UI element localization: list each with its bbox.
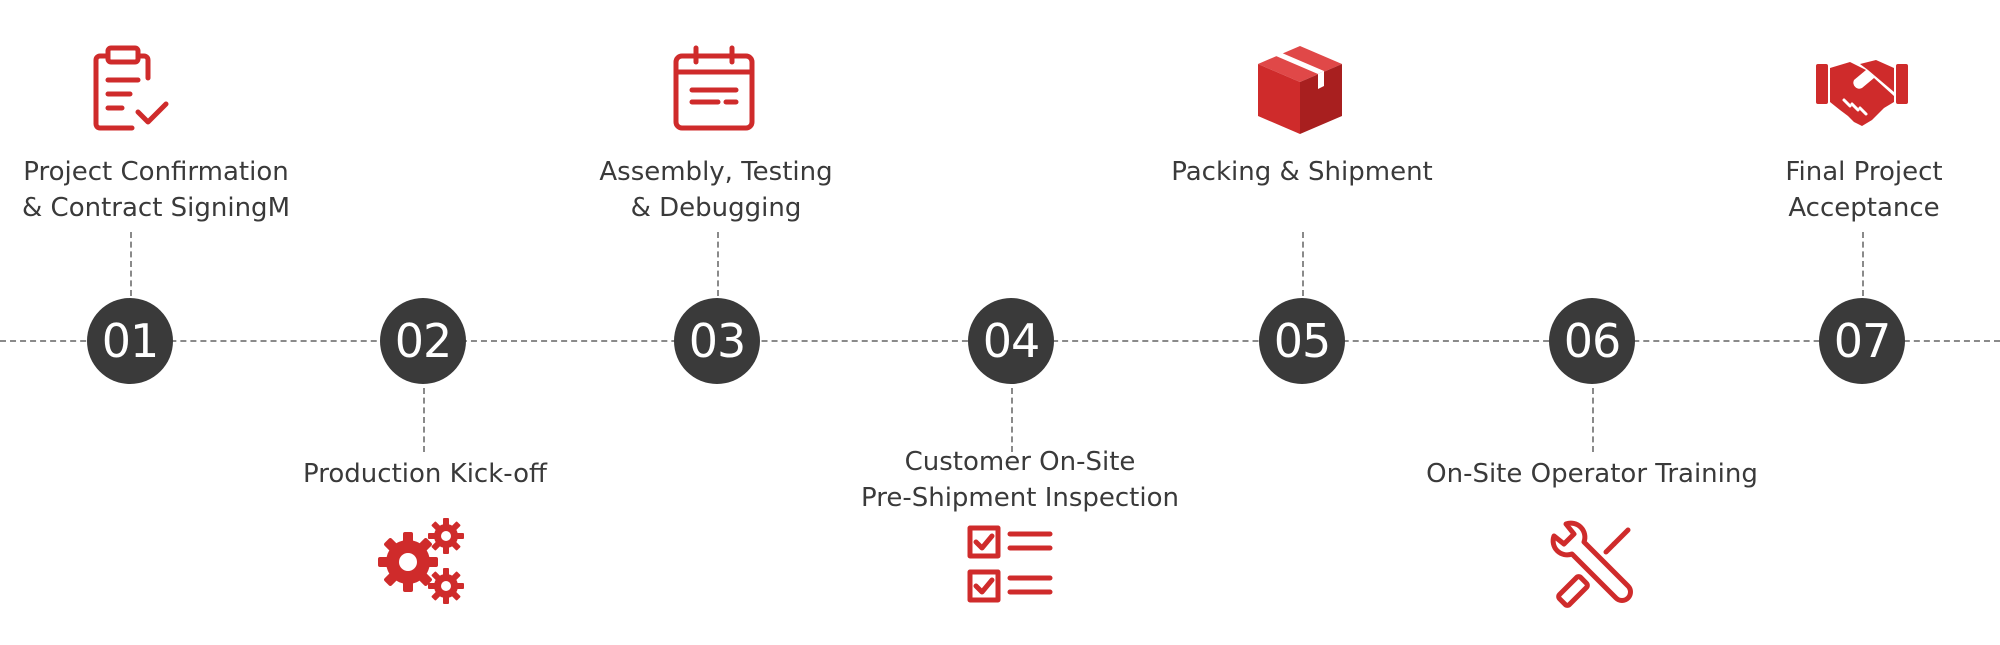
step-03-connector (717, 232, 719, 296)
step-04-label: Customer On-Site Pre-Shipment Inspection (861, 447, 1179, 513)
step-06-connector (1592, 388, 1594, 452)
gears-icon (374, 514, 470, 610)
step-01-label: Project Confirmation & Contract SigningM (22, 157, 290, 223)
contract-checklist-icon (82, 42, 178, 138)
step-07-connector (1862, 232, 1864, 296)
handshake-icon (1814, 42, 1910, 138)
step-02-connector (423, 388, 425, 452)
step-05-label: Packing & Shipment (1171, 157, 1433, 187)
tools-icon (1544, 518, 1640, 614)
step-06-circle: 06 (1549, 298, 1635, 384)
step-04-connector (1011, 388, 1013, 452)
step-01-circle: 01 (87, 298, 173, 384)
step-02-label: Production Kick-off (303, 459, 547, 489)
step-07-circle: 07 (1819, 298, 1905, 384)
step-06-label: On-Site Operator Training (1426, 459, 1758, 489)
step-07-label: Final Project Acceptance (1785, 157, 1943, 223)
step-02-circle: 02 (380, 298, 466, 384)
step-05-circle: 05 (1259, 298, 1345, 384)
checklist-icon (964, 518, 1060, 614)
step-03-label: Assembly, Testing & Debugging (599, 157, 833, 223)
box-icon (1252, 42, 1348, 138)
calendar-icon (666, 42, 762, 138)
step-05-connector (1302, 232, 1304, 296)
step-03-circle: 03 (674, 298, 760, 384)
step-04-circle: 04 (968, 298, 1054, 384)
step-01-connector (130, 232, 132, 296)
